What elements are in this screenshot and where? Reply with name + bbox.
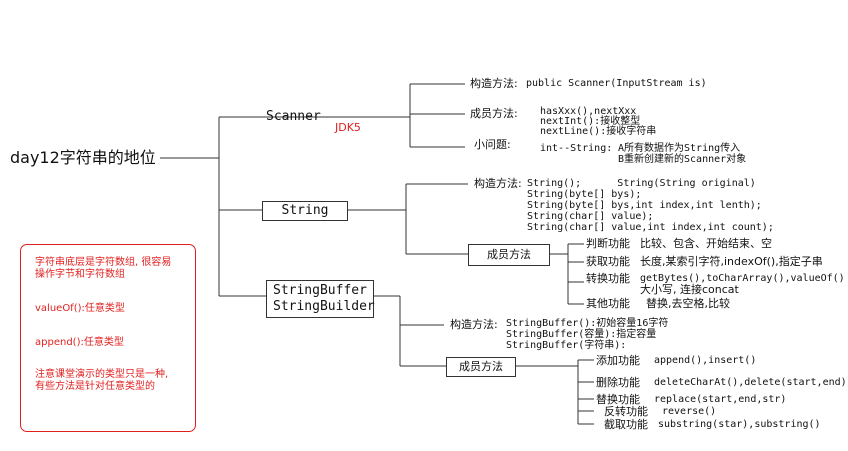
scanner-problem-label: 小问题: bbox=[474, 138, 511, 151]
sb-ctor-label: 构造方法: bbox=[450, 318, 498, 331]
string-ctor-line: String(char[] value); bbox=[527, 211, 654, 222]
scanner-ctor-label: 构造方法: bbox=[470, 77, 518, 90]
sb-ctor-line: StringBuffer(字符串): bbox=[506, 340, 627, 351]
root-topic: day12字符串的地位 bbox=[10, 148, 156, 167]
scanner-node: Scanner bbox=[266, 109, 321, 124]
sb-function-desc: append(),insert() bbox=[654, 355, 757, 366]
string-ctor-line: String(); String(String original) bbox=[527, 178, 756, 189]
scanner-problem-line: B重新创建新的Scanner对象 bbox=[618, 154, 747, 165]
sb-function-name: 反转功能 bbox=[604, 405, 648, 418]
sb-function-name: 删除功能 bbox=[596, 376, 640, 389]
note-box: 字符串底层是字符数组, 很容易 操作字节和字符数组 valueOf():任意类型… bbox=[20, 244, 196, 432]
string-function-name: 转换功能 bbox=[586, 272, 630, 285]
scanner-problem-line: A所有数据作为String传入 bbox=[618, 143, 741, 154]
string-function-desc: 替换,去空格,比较 bbox=[646, 297, 730, 310]
sb-function-name: 替换功能 bbox=[596, 393, 640, 406]
sb-member-node: 成员方法 bbox=[446, 357, 516, 377]
sb-function-name: 截取功能 bbox=[604, 418, 648, 431]
note-line: 注意课堂演示的类型只是一种, 有些方法是针对任意类型的 bbox=[35, 369, 169, 392]
string-function-name: 判断功能 bbox=[586, 237, 630, 250]
sb-function-desc: substring(star),substring() bbox=[658, 419, 821, 430]
sb-ctor-line: StringBuffer():初始容量16字符 bbox=[506, 318, 669, 329]
string-function-name: 其他功能 bbox=[586, 297, 630, 310]
sb-function-desc: reverse() bbox=[662, 406, 717, 417]
string-function-desc: 长度,某索引字符,indexOf(),指定子串 bbox=[640, 255, 823, 268]
stringbuffer-label: StringBuffer bbox=[273, 283, 367, 298]
scanner-member-line: hasXxx(),nextXxx bbox=[540, 106, 637, 117]
note-line: valueOf():任意类型 bbox=[35, 303, 125, 314]
note-line: 字符串底层是字符数组, 很容易 操作字节和字符数组 bbox=[35, 257, 172, 280]
sb-ctor-line: StringBuffer(容量):指定容量 bbox=[506, 329, 657, 340]
stringbuffer-node: StringBuffer StringBuilder bbox=[266, 280, 375, 318]
scanner-problem-left: int--String: bbox=[540, 143, 613, 154]
string-function-desc: 比较、包含、开始结束、空 bbox=[640, 237, 772, 250]
scanner-member-line: nextLine():接收字符串 bbox=[540, 126, 657, 137]
string-node: String bbox=[262, 201, 348, 221]
scanner-jdk-label: JDK5 bbox=[335, 121, 361, 134]
sb-function-desc: deleteCharAt(),delete(start,end) bbox=[654, 377, 847, 388]
stringbuilder-label: StringBuilder bbox=[273, 299, 375, 314]
string-function-desc: getBytes(),toCharArray(),valueOf() bbox=[640, 273, 845, 284]
sb-function-desc: replace(start,end,str) bbox=[654, 394, 787, 405]
string-ctor-line: String(char[] value,int index,int count)… bbox=[527, 222, 774, 233]
string-ctor-line: String(byte[] bys); bbox=[527, 189, 642, 200]
string-function-desc: 大小写, 连接concat bbox=[640, 283, 739, 296]
string-member-node: 成员方法 bbox=[468, 244, 550, 266]
string-ctor-label: 构造方法: bbox=[474, 177, 522, 190]
scanner-member-line: nextInt():接收整型 bbox=[540, 116, 641, 127]
scanner-ctor-value: public Scanner(InputStream is) bbox=[526, 78, 707, 89]
string-function-name: 获取功能 bbox=[586, 255, 630, 268]
note-line: append():任意类型 bbox=[35, 337, 124, 348]
sb-function-name: 添加功能 bbox=[596, 354, 640, 367]
string-ctor-line: String(byte[] bys,int index,int lenth); bbox=[527, 200, 762, 211]
scanner-member-label: 成员方法: bbox=[470, 107, 518, 120]
